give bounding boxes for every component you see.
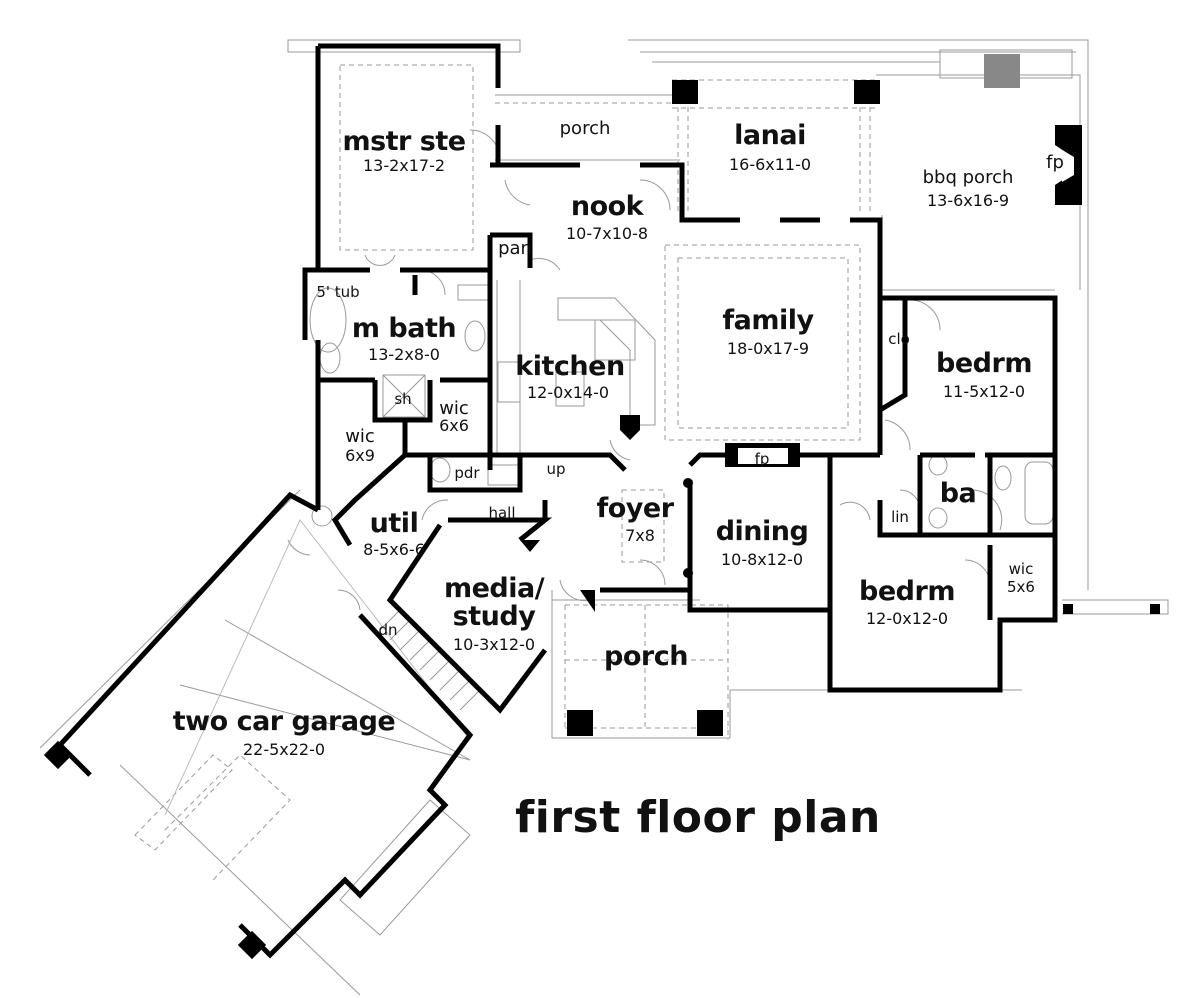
room-dim-kitchen: 12-0x14-0 xyxy=(526,383,610,402)
room-dim-wic-6x9: 6x9 xyxy=(345,446,375,465)
fireplace-label-family: fp xyxy=(754,450,770,468)
room-dim-family: 18-0x17-9 xyxy=(726,339,810,358)
room-dim-dining: 10-8x12-0 xyxy=(720,550,804,569)
room-label-wic-5x6: wic xyxy=(1008,560,1034,578)
label-stairs-up: up xyxy=(546,460,566,478)
room-label-pdr: pdr xyxy=(454,464,480,482)
room-label-garage: two car garage xyxy=(172,706,396,737)
room-label-hall: hall xyxy=(488,504,516,522)
room-dim-mstr-ste: 13-2x17-2 xyxy=(362,156,446,175)
room-dim-bedrm-2: 12-0x12-0 xyxy=(865,609,949,628)
room-label-media: media/ xyxy=(443,573,545,604)
plan-title: first floor plan xyxy=(515,792,881,843)
room-label-bbq-porch: bbq porch xyxy=(922,167,1014,188)
room-label-kitchen: kitchen xyxy=(515,351,625,382)
room-label-bedrm-1: bedrm xyxy=(936,348,1032,379)
room-dim-garage: 22-5x22-0 xyxy=(242,740,326,759)
fireplace-label-bbq: fp xyxy=(1046,152,1064,173)
room-label-lanai: lanai xyxy=(734,120,806,151)
room-label-wic-6x9: wic xyxy=(345,426,375,447)
label-stairs-down: dn xyxy=(378,621,398,639)
room-dim-bbq-porch: 13-6x16-9 xyxy=(926,191,1010,210)
room-dim-media-study: 10-3x12-0 xyxy=(452,635,536,654)
room-label-nook: nook xyxy=(570,191,644,222)
room-dim-wic-6x6: 6x6 xyxy=(439,416,469,435)
room-label-porch-front: porch xyxy=(604,641,688,672)
room-label-lin: lin xyxy=(891,508,909,526)
room-label-ba: ba xyxy=(939,478,977,509)
room-dim-m-bath: 13-2x8-0 xyxy=(368,345,440,364)
room-dim-foyer: 7x8 xyxy=(625,526,655,545)
room-dim-lanai: 16-6x11-0 xyxy=(728,155,812,174)
room-label-porch-rear: porch xyxy=(559,118,611,139)
room-label-foyer: foyer xyxy=(596,493,674,524)
room-label-wic-6x6: wic xyxy=(439,398,469,419)
label-shower: sh xyxy=(394,390,412,408)
room-label-m-bath: m bath xyxy=(351,313,457,344)
room-label-clo: clo xyxy=(888,330,910,348)
room-label-mstr-ste: mstr ste xyxy=(342,126,466,157)
room-dim-bedrm-1: 11-5x12-0 xyxy=(942,382,1026,401)
room-label-pan: pan xyxy=(498,238,532,259)
room-label-bedrm-2: bedrm xyxy=(859,576,955,607)
room-label-study: study xyxy=(452,601,536,632)
room-dim-wic-5x6: 5x6 xyxy=(1007,578,1035,596)
room-label-util: util xyxy=(369,508,419,539)
label-5ft-tub: 5' tub xyxy=(316,283,360,301)
room-dim-nook: 10-7x10-8 xyxy=(565,224,649,243)
room-dim-util: 8-5x6-6 xyxy=(363,540,425,559)
room-label-dining: dining xyxy=(715,516,809,547)
room-label-family: family xyxy=(722,305,814,336)
